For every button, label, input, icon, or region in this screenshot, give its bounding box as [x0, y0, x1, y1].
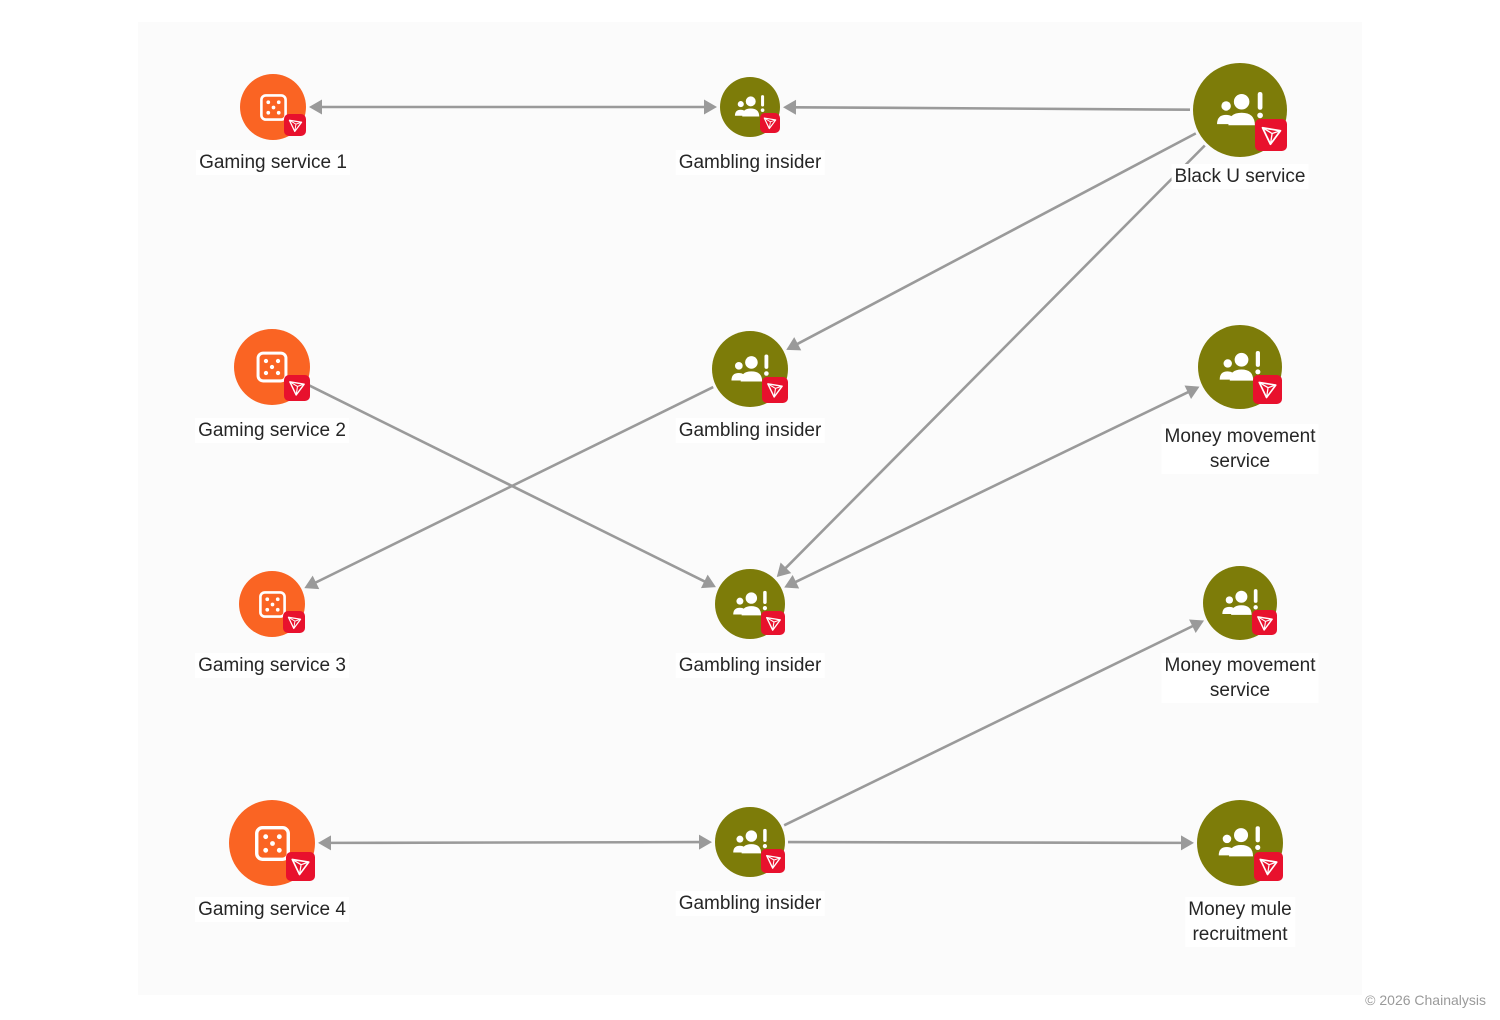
graph-node-gaming1[interactable] [240, 74, 306, 140]
node-circle-gaming3[interactable] [239, 571, 305, 637]
node-circle-insider1[interactable] [720, 77, 780, 137]
node-circle-insider2[interactable] [712, 331, 788, 407]
tron-logo-icon [1256, 615, 1273, 631]
node-label-blacku: Black U service [1171, 164, 1309, 189]
node-label-gaming3: Gaming service 3 [195, 653, 349, 678]
graph-node-insider1[interactable] [720, 77, 780, 137]
graph-node-money2[interactable] [1203, 566, 1277, 640]
graph-node-insider2[interactable] [712, 331, 788, 407]
people-alert-icon [730, 353, 769, 381]
tron-badge-gaming3[interactable] [283, 611, 305, 633]
tron-badge-money2[interactable] [1252, 610, 1277, 635]
dice-icon [254, 825, 290, 861]
people-alert-icon [1218, 826, 1261, 857]
tron-logo-icon [763, 117, 777, 130]
tron-logo-icon [765, 854, 781, 869]
tron-logo-icon [287, 616, 301, 629]
tron-badge-insider3[interactable] [761, 611, 785, 635]
tron-badge-insider2[interactable] [762, 377, 788, 403]
node-label-insider3: Gambling insider [675, 653, 825, 678]
node-circle-gaming2[interactable] [234, 329, 310, 405]
graph-node-blacku[interactable] [1193, 63, 1287, 157]
tron-badge-blacku[interactable] [1255, 119, 1287, 151]
people-alert-icon [734, 95, 765, 117]
node-circle-gaming1[interactable] [240, 74, 306, 140]
node-circle-gaming4[interactable] [229, 800, 315, 886]
node-circle-insider4[interactable] [715, 807, 785, 877]
node-label-gaming4: Gaming service 4 [195, 897, 349, 922]
people-alert-icon [1219, 350, 1260, 381]
tron-logo-icon [289, 381, 305, 396]
node-circle-blacku[interactable] [1193, 63, 1287, 157]
graph-node-gaming3[interactable] [239, 571, 305, 637]
node-circle-mule[interactable] [1197, 800, 1283, 886]
graph-node-mule[interactable] [1197, 800, 1283, 886]
tron-badge-insider1[interactable] [760, 113, 780, 133]
node-label-money2: Money movement service [1161, 653, 1319, 703]
people-alert-icon [1221, 588, 1258, 615]
node-circle-insider3[interactable] [715, 569, 785, 639]
tron-badge-gaming1[interactable] [284, 114, 306, 136]
tron-logo-icon [288, 119, 302, 132]
dice-icon [258, 590, 286, 618]
node-label-mule: Money mule recruitment [1185, 897, 1295, 947]
graph-node-insider3[interactable] [715, 569, 785, 639]
tron-badge-mule[interactable] [1254, 852, 1283, 881]
tron-logo-icon [291, 858, 310, 876]
people-alert-icon [732, 590, 767, 615]
graph-node-insider4[interactable] [715, 807, 785, 877]
node-label-insider2: Gambling insider [675, 418, 825, 443]
node-label-gaming1: Gaming service 1 [196, 150, 350, 175]
copyright-watermark: © 2026 Chainalysis [1365, 992, 1486, 1008]
tron-badge-insider4[interactable] [761, 849, 785, 873]
node-circle-money1[interactable] [1198, 325, 1282, 409]
tron-badge-gaming4[interactable] [286, 852, 315, 881]
node-circle-money2[interactable] [1203, 566, 1277, 640]
node-label-insider4: Gambling insider [675, 891, 825, 916]
node-label-gaming2: Gaming service 2 [195, 418, 349, 443]
tron-logo-icon [1261, 126, 1281, 145]
tron-logo-icon [767, 383, 783, 398]
tron-logo-icon [765, 616, 781, 631]
tron-badge-gaming2[interactable] [284, 375, 310, 401]
tron-logo-icon [1259, 858, 1278, 876]
node-label-money1: Money movement service [1161, 424, 1319, 474]
people-alert-icon [732, 828, 767, 853]
graph-node-money1[interactable] [1198, 325, 1282, 409]
tron-badge-money1[interactable] [1253, 375, 1282, 404]
graph-node-gaming2[interactable] [234, 329, 310, 405]
tron-logo-icon [1258, 381, 1277, 399]
node-label-insider1: Gambling insider [675, 150, 825, 175]
graph-node-gaming4[interactable] [229, 800, 315, 886]
people-alert-icon [1216, 91, 1263, 125]
dice-icon [259, 93, 287, 121]
dice-icon [256, 351, 288, 383]
